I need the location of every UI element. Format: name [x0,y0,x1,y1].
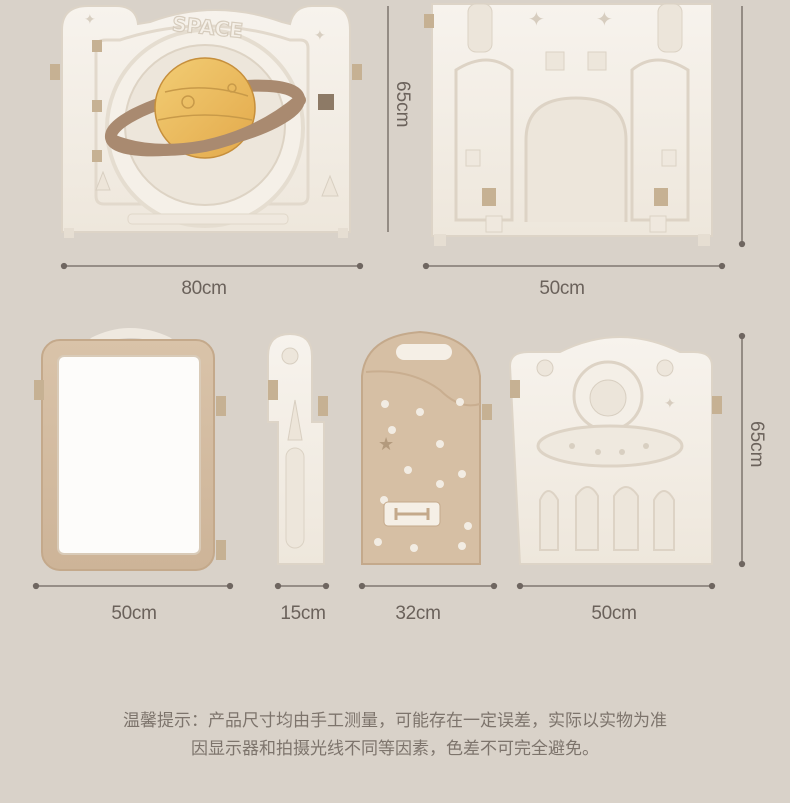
note-line-1: 温馨提示：产品尺寸均由手工测量，可能存在一定误差，实际以实物为准 [123,711,667,731]
dim-label-top-height: 65cm [392,81,413,128]
panel-rocket-frame: ✦ ✦ [424,3,713,246]
svg-text:✦: ✦ [664,396,676,412]
dim-label-panel5-width: 32cm [395,603,441,624]
dim-label-panel1-width: 80cm [181,278,227,299]
panel-tan: ★ [361,330,492,565]
note-line-2: 因显示器和拍摄光线不同等因素，色差不可完全避免。 [191,739,599,759]
svg-text:✦: ✦ [596,7,613,31]
dim-label-panel4-width: 15cm [280,603,326,624]
svg-text:✦: ✦ [314,28,326,44]
svg-text:✦: ✦ [528,7,545,31]
panel-narrow [267,332,328,565]
dim-label-bottom-height: 65cm [746,421,767,468]
svg-text:★: ★ [378,434,394,455]
dim-label-panel2-width: 50cm [539,278,585,299]
svg-text:✦: ✦ [84,12,96,28]
dim-label-panel6-width: 50cm [591,603,637,624]
dimension-lines [32,6,746,590]
panel-whiteboard [34,328,226,571]
panel-space-door: ✦ ✦ [50,5,362,238]
dim-label-panel3-width: 50cm [111,603,157,624]
panel-ufo: ✦ [508,336,722,565]
